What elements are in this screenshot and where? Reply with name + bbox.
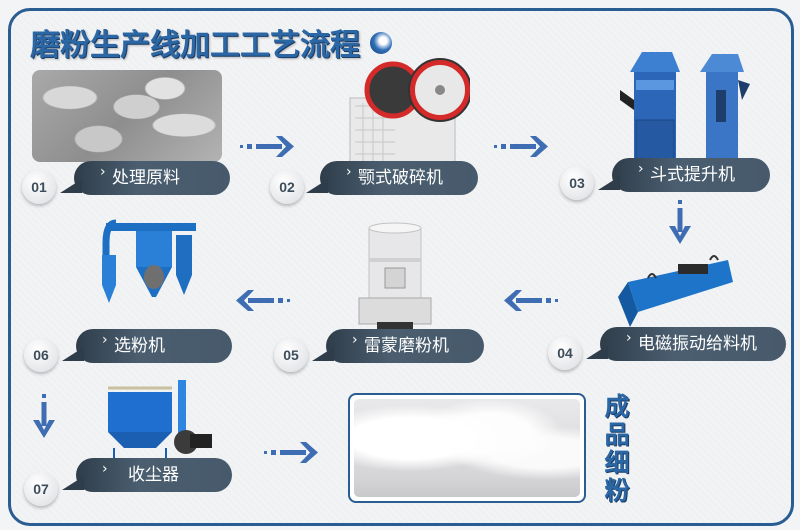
- step-label-04: › 电磁振动给料机: [586, 327, 786, 361]
- step-label-03: › 斗式提升机: [598, 158, 770, 192]
- step-number-02: 02: [270, 170, 304, 204]
- step-label-text: 雷蒙磨粉机: [364, 336, 449, 356]
- arrow-down-icon: [33, 394, 55, 438]
- step-label-01: › 处理原料: [60, 161, 230, 195]
- arrow-down-icon: [669, 200, 691, 244]
- final-product-label: 成 品 细 粉: [600, 393, 634, 505]
- title-bullet-icon: [370, 32, 392, 54]
- chevron-icon: ›: [100, 164, 106, 180]
- step-number-03: 03: [560, 166, 594, 200]
- step-label-05: › 雷蒙磨粉机: [312, 329, 484, 363]
- arrow-right-icon: [240, 136, 294, 157]
- chevron-icon: ›: [102, 461, 108, 477]
- diagram-title: 磨粉生产线加工工艺流程: [30, 28, 360, 63]
- step-label-text: 颚式破碎机: [358, 168, 443, 188]
- arrow-right-icon: [264, 442, 318, 463]
- chevron-icon: ›: [352, 332, 358, 348]
- step-label-text: 处理原料: [112, 168, 180, 188]
- step-number-07: 07: [24, 472, 58, 506]
- step-label-text: 收尘器: [128, 465, 179, 485]
- bucket-elevator-image: [620, 52, 750, 165]
- arrow-right-icon: [494, 136, 548, 157]
- step-number-05: 05: [274, 338, 308, 372]
- raw-stone-photo: [32, 70, 222, 162]
- step-label-text: 选粉机: [114, 336, 165, 356]
- fine-powder-photo: [354, 399, 580, 497]
- raymond-mill-image: [358, 222, 432, 330]
- step-number-04: 04: [548, 336, 582, 370]
- fine-powder-photo-frame: [348, 393, 586, 503]
- chevron-icon: ›: [346, 164, 352, 180]
- dust-collector-image: [108, 380, 212, 460]
- final-char: 成: [604, 392, 630, 421]
- powder-separator-image: [102, 219, 196, 303]
- chevron-icon: ›: [626, 330, 632, 346]
- step-number-01: 01: [22, 170, 56, 204]
- arrow-left-icon: [236, 290, 290, 311]
- final-char: 细: [604, 448, 630, 477]
- final-char: 粉: [604, 476, 630, 505]
- final-char: 品: [604, 420, 630, 449]
- chevron-icon: ›: [638, 161, 644, 177]
- arrow-left-icon: [504, 290, 558, 311]
- step-label-06: › 选粉机: [62, 329, 232, 363]
- vibrating-feeder-image: [618, 255, 733, 327]
- step-label-text: 斗式提升机: [650, 165, 735, 185]
- chevron-icon: ›: [102, 332, 108, 348]
- step-label-text: 电磁振动给料机: [638, 334, 757, 354]
- step-label-02: › 颚式破碎机: [306, 161, 478, 195]
- jaw-crusher-image: [349, 58, 470, 168]
- step-label-07: › 收尘器: [62, 458, 232, 492]
- step-number-06: 06: [24, 338, 58, 372]
